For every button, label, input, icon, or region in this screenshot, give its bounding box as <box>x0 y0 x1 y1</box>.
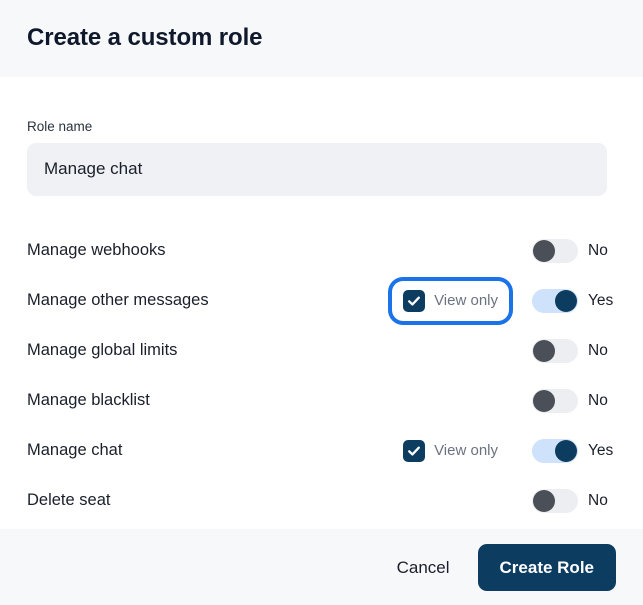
toggle-state-label: No <box>588 341 608 359</box>
permission-toggle[interactable] <box>532 338 578 363</box>
permission-row: Manage global limitsView onlyNo <box>27 326 616 376</box>
permission-label: Manage blacklist <box>27 391 150 410</box>
permission-toggle-cluster: No <box>532 388 616 413</box>
toggle-state-label: No <box>588 391 608 409</box>
permission-label: Manage webhooks <box>27 241 166 260</box>
permission-toggle-cluster: No <box>532 338 616 363</box>
dialog-body: Role name Manage webhooksView onlyNoMana… <box>0 77 643 529</box>
permissions-list: Manage webhooksView onlyNoManage other m… <box>27 226 616 526</box>
role-name-input[interactable] <box>27 142 607 196</box>
view-only-checkbox[interactable] <box>403 289 426 312</box>
permission-toggle[interactable] <box>532 288 578 313</box>
permission-label: Manage chat <box>27 441 123 460</box>
permission-toggle[interactable] <box>532 438 578 463</box>
toggle-knob <box>555 439 577 462</box>
permission-row: Manage other messages View only Yes <box>27 276 616 326</box>
permission-toggle[interactable] <box>532 238 578 263</box>
permission-toggle-cluster: Yes <box>532 438 616 463</box>
toggle-knob <box>533 339 555 362</box>
role-name-field-group: Role name <box>27 77 616 196</box>
toggle-state-label: No <box>588 241 608 259</box>
permission-label: Manage global limits <box>27 341 178 360</box>
view-only-label: View only <box>434 292 498 309</box>
cancel-button[interactable]: Cancel <box>395 553 452 582</box>
permission-toggle-cluster: Yes <box>532 288 616 313</box>
view-only-option[interactable]: View only <box>392 431 509 471</box>
permission-row: Manage webhooksView onlyNo <box>27 226 616 276</box>
create-role-button[interactable]: Create Role <box>477 543 616 591</box>
page-title: Create a custom role <box>27 24 263 52</box>
permission-row: Manage blacklistView onlyNo <box>27 376 616 426</box>
view-only-option[interactable]: View only <box>392 280 509 321</box>
permission-label: Delete seat <box>27 491 111 510</box>
permission-row: Manage chat View only Yes <box>27 426 616 476</box>
role-name-label: Role name <box>27 119 93 134</box>
toggle-state-label: Yes <box>588 441 614 459</box>
permission-toggle[interactable] <box>532 488 578 513</box>
dialog-footer: Cancel Create Role <box>0 529 643 605</box>
toggle-knob <box>533 489 555 512</box>
permission-toggle[interactable] <box>532 388 578 413</box>
permission-label: Manage other messages <box>27 291 209 310</box>
view-only-label: View only <box>434 442 498 459</box>
toggle-state-label: Yes <box>588 291 614 309</box>
view-only-checkbox[interactable] <box>403 439 426 462</box>
toggle-knob <box>533 239 555 262</box>
toggle-state-label: No <box>588 491 608 509</box>
permission-toggle-cluster: No <box>532 488 616 513</box>
dialog-header: Create a custom role <box>0 0 643 77</box>
toggle-knob <box>533 389 555 412</box>
toggle-knob <box>555 289 577 312</box>
permission-toggle-cluster: No <box>532 238 616 263</box>
permission-row: Delete seatView onlyNo <box>27 476 616 526</box>
